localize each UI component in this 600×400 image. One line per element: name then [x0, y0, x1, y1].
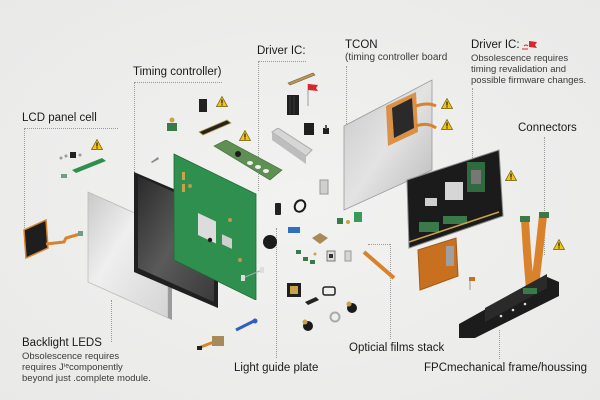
connector-block-part — [304, 296, 320, 306]
warning-triangle-icon — [91, 139, 103, 150]
blue-screw-part — [234, 318, 258, 332]
leader-line — [276, 228, 277, 358]
small-chip-part — [150, 156, 160, 164]
knob-gold-part — [300, 318, 314, 332]
leader-line — [134, 82, 135, 192]
red-flag-icon — [306, 82, 320, 106]
main-pcb-part — [170, 150, 260, 300]
leader-line — [544, 137, 545, 255]
ring-part — [328, 310, 342, 324]
label-backlight-leds: Backlight LEDS — [22, 337, 102, 349]
warning-triangle-icon — [441, 98, 453, 109]
warning-triangle-icon — [505, 170, 517, 181]
leader-line — [346, 66, 347, 126]
connector-fpc-part — [455, 212, 565, 342]
ic-chip-part — [198, 98, 208, 113]
warning-triangle-icon — [216, 96, 228, 107]
backlight-note-line-2: requires Jⁱᵉcomponently — [22, 362, 123, 373]
driver-ic-note-line-3: possible firmware changes. — [471, 75, 587, 86]
backlight-fpc-part — [20, 218, 84, 268]
wire-bracket-part — [240, 266, 266, 282]
leader-line — [258, 61, 306, 62]
driver-board-part — [212, 140, 284, 190]
leader-line — [111, 300, 112, 342]
switch-part — [326, 250, 336, 262]
leader-line — [472, 88, 473, 170]
leader-line — [24, 128, 25, 238]
label-connectors: Connectors — [518, 122, 577, 134]
knob-gold-part — [344, 300, 358, 314]
mini-fpc-part — [196, 332, 230, 352]
tcon-pcb-part — [403, 146, 505, 250]
bracket-part — [318, 178, 330, 198]
label-light-guide-plate: Light guide plate — [234, 362, 319, 374]
leader-line — [499, 330, 500, 359]
label-tcon-sub: (timing controller board — [345, 52, 448, 63]
chip-square-part — [311, 232, 329, 246]
small-block-part — [344, 250, 352, 262]
smd-cluster-part — [295, 248, 321, 268]
label-tcon: TCON — [345, 39, 378, 51]
capacitor-part — [274, 202, 282, 216]
driver-ic-note-line-2: timing revalidation and — [471, 64, 567, 75]
ic-chip-part — [303, 122, 315, 136]
ic-stack-part — [286, 94, 300, 116]
warning-triangle-icon — [239, 130, 251, 141]
leader-line — [368, 244, 390, 245]
label-driver-ic-right: Driver IC: — [471, 39, 520, 51]
small-connector-part — [322, 125, 330, 135]
blue-clip-part — [287, 226, 301, 234]
fpc-ribbon-part — [362, 250, 396, 280]
backlight-note-line-3: beyond just .complete module. — [22, 373, 151, 384]
label-driver-ic-top: Driver IC: — [257, 45, 306, 57]
connector-strip-part — [197, 118, 233, 136]
warning-triangle-icon — [553, 239, 565, 250]
fpc-sheet-part — [416, 236, 466, 292]
metal-shield-part — [270, 128, 314, 166]
backlight-note-line-1: Obsolescence requires — [22, 351, 120, 362]
socket-part — [286, 282, 302, 298]
small-components-part — [58, 150, 114, 184]
leader-line — [134, 82, 222, 83]
small-flag-part — [468, 276, 476, 290]
label-fpc-mechanical-frame: FPCmechanical frame/houssing — [424, 362, 587, 374]
leader-line — [24, 128, 118, 129]
label-timing-controller: Timing controller) — [133, 66, 222, 78]
fpc-strip-part — [287, 72, 317, 86]
driver-ic-note-line-1: Obsolescence requires — [471, 53, 569, 64]
label-optical-films-stack: Opticial films stack — [349, 342, 445, 354]
knob-part — [262, 234, 278, 250]
tcon-board-part — [340, 76, 450, 212]
smd-cluster-part — [336, 212, 366, 232]
red-flag-icon — [520, 40, 538, 50]
leader-line — [390, 244, 391, 339]
o-ring-part — [292, 198, 308, 214]
leader-line — [258, 61, 259, 191]
small-module-part — [166, 117, 178, 133]
warning-triangle-icon — [441, 119, 453, 130]
label-lcd-panel-cell: LCD panel cell — [22, 112, 97, 124]
gasket-part — [322, 286, 336, 296]
